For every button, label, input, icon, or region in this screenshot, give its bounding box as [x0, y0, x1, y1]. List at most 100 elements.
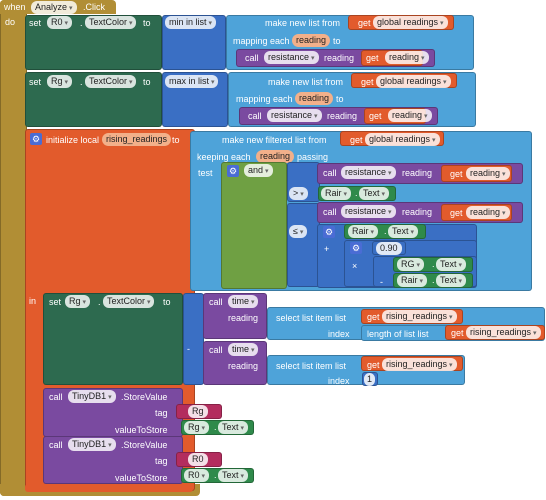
get-label: get: [450, 169, 463, 179]
text-prop-dropdown[interactable]: Text: [436, 274, 466, 287]
r0-component-dropdown[interactable]: R0: [47, 16, 72, 29]
event-block[interactable]: [0, 0, 27, 496]
in-label: in: [29, 296, 37, 306]
subtract-block[interactable]: [183, 293, 204, 385]
event-component-dropdown[interactable]: Analyze: [31, 1, 77, 14]
lte-operator-dropdown[interactable]: ≤: [289, 225, 308, 238]
dot: .: [214, 470, 217, 480]
mutator-gear-icon[interactable]: ⚙: [350, 242, 362, 254]
event-name: .Click: [83, 2, 105, 12]
global-readings-dropdown[interactable]: global readings: [365, 133, 440, 146]
rg-upper-component-dropdown[interactable]: RG: [397, 258, 424, 271]
textcolor-prop-dropdown[interactable]: TextColor: [103, 295, 155, 308]
text-prop-dropdown[interactable]: Text: [218, 421, 248, 434]
mutator-gear-icon[interactable]: ⚙: [30, 133, 42, 145]
call-label: call: [209, 297, 223, 307]
reading-var-dropdown[interactable]: reading: [385, 51, 429, 64]
gt-operator-dropdown[interactable]: >: [289, 187, 308, 200]
reading-var-dropdown[interactable]: reading: [388, 109, 432, 122]
minus-operator: -: [187, 344, 190, 354]
index-number-field[interactable]: 1: [364, 373, 376, 386]
max-in-list-dropdown[interactable]: max in list: [165, 75, 219, 88]
and-block[interactable]: [221, 162, 287, 289]
reading-arg-label: reading: [402, 207, 433, 217]
make-new-list-label: make new list from: [265, 18, 341, 28]
rising-readings-dropdown[interactable]: rising_readings: [382, 310, 457, 323]
select-list-item-label: select list item list: [276, 313, 347, 323]
mutator-gear-icon[interactable]: ⚙: [227, 165, 239, 177]
reading-param[interactable]: reading: [292, 34, 331, 47]
get-label: get: [369, 111, 382, 121]
reading-var-dropdown[interactable]: reading: [466, 206, 510, 219]
get-label: get: [367, 360, 380, 370]
resistance-dropdown[interactable]: resistance: [267, 109, 322, 122]
select-list-item-label: select list item list: [276, 361, 347, 371]
get-label: get: [358, 18, 371, 28]
and-dropdown[interactable]: and: [244, 164, 273, 177]
get-label: get: [451, 328, 464, 338]
mutator-gear-icon[interactable]: ⚙: [323, 226, 335, 238]
min-in-list-dropdown[interactable]: min in list: [165, 16, 216, 29]
minus-operator: -: [380, 277, 383, 287]
get-label: get: [367, 312, 380, 322]
resistance-dropdown[interactable]: resistance: [341, 166, 396, 179]
call-label: call: [323, 168, 337, 178]
call-label: call: [323, 207, 337, 217]
rair-component-dropdown[interactable]: Rair: [348, 225, 378, 238]
rising-readings-dropdown[interactable]: rising_readings: [466, 326, 541, 339]
keeping-each-label: keeping each: [197, 152, 251, 162]
rg-component-dropdown[interactable]: Rg: [65, 295, 90, 308]
compare-lte-block[interactable]: [287, 203, 320, 287]
r0-component-dropdown[interactable]: R0: [184, 469, 209, 482]
get-label: get: [450, 208, 463, 218]
textcolor-prop-dropdown[interactable]: TextColor: [85, 16, 137, 29]
set-rg-textcolor-in-block[interactable]: [43, 293, 183, 385]
to-label: to: [336, 94, 344, 104]
get-label: get: [350, 135, 363, 145]
dot: .: [432, 275, 435, 285]
passing-label: passing: [297, 152, 329, 162]
number-field[interactable]: 0.90: [376, 242, 402, 255]
text-string-rg[interactable]: Rg: [188, 405, 208, 418]
set-label: set: [29, 18, 42, 28]
mapping-each-label: mapping each: [233, 36, 290, 46]
length-of-list-label: length of list list: [367, 329, 429, 339]
tag-label: tag: [155, 456, 168, 466]
rg-component-dropdown[interactable]: Rg: [47, 75, 72, 88]
call-label: call: [209, 345, 223, 355]
resistance-dropdown[interactable]: resistance: [341, 205, 396, 218]
text-prop-dropdown[interactable]: Text: [388, 225, 418, 238]
resistance-dropdown[interactable]: resistance: [264, 51, 319, 64]
reading-param[interactable]: reading: [256, 150, 295, 163]
reading-arg-label: reading: [228, 313, 259, 323]
dot: .: [98, 297, 101, 307]
tinydb-component-dropdown[interactable]: TinyDB1: [68, 438, 116, 451]
text-prop-dropdown[interactable]: Text: [359, 187, 389, 200]
to-label: to: [163, 297, 171, 307]
rair-component-dropdown[interactable]: Rair: [397, 274, 427, 287]
reading-arg-label: reading: [324, 53, 355, 63]
call-label: call: [49, 392, 63, 402]
rg-component-dropdown[interactable]: Rg: [184, 421, 209, 434]
reading-arg-label: reading: [327, 111, 358, 121]
text-prop-dropdown[interactable]: Text: [436, 258, 466, 271]
tag-label: tag: [155, 408, 168, 418]
mapping-each-label: mapping each: [236, 94, 293, 104]
rising-readings-dropdown[interactable]: rising_readings: [382, 358, 457, 371]
textcolor-prop-dropdown[interactable]: TextColor: [85, 75, 137, 88]
text-string-r0[interactable]: R0: [188, 453, 208, 466]
local-var-name-field[interactable]: rising_readings: [102, 133, 172, 146]
tinydb-component-dropdown[interactable]: TinyDB1: [68, 390, 116, 403]
reading-var-dropdown[interactable]: reading: [466, 167, 510, 180]
global-readings-dropdown[interactable]: global readings: [376, 75, 451, 88]
index-label: index: [328, 376, 350, 386]
dot: .: [384, 226, 387, 236]
time-proc-dropdown[interactable]: time: [228, 343, 259, 356]
time-proc-dropdown[interactable]: time: [228, 295, 259, 308]
rair-component-dropdown[interactable]: Rair: [321, 187, 351, 200]
global-readings-dropdown[interactable]: global readings: [373, 16, 448, 29]
reading-param[interactable]: reading: [295, 92, 334, 105]
text-prop-dropdown[interactable]: Text: [218, 469, 248, 482]
filter-title: make new filtered list from: [222, 135, 327, 145]
get-label: get: [366, 53, 379, 63]
